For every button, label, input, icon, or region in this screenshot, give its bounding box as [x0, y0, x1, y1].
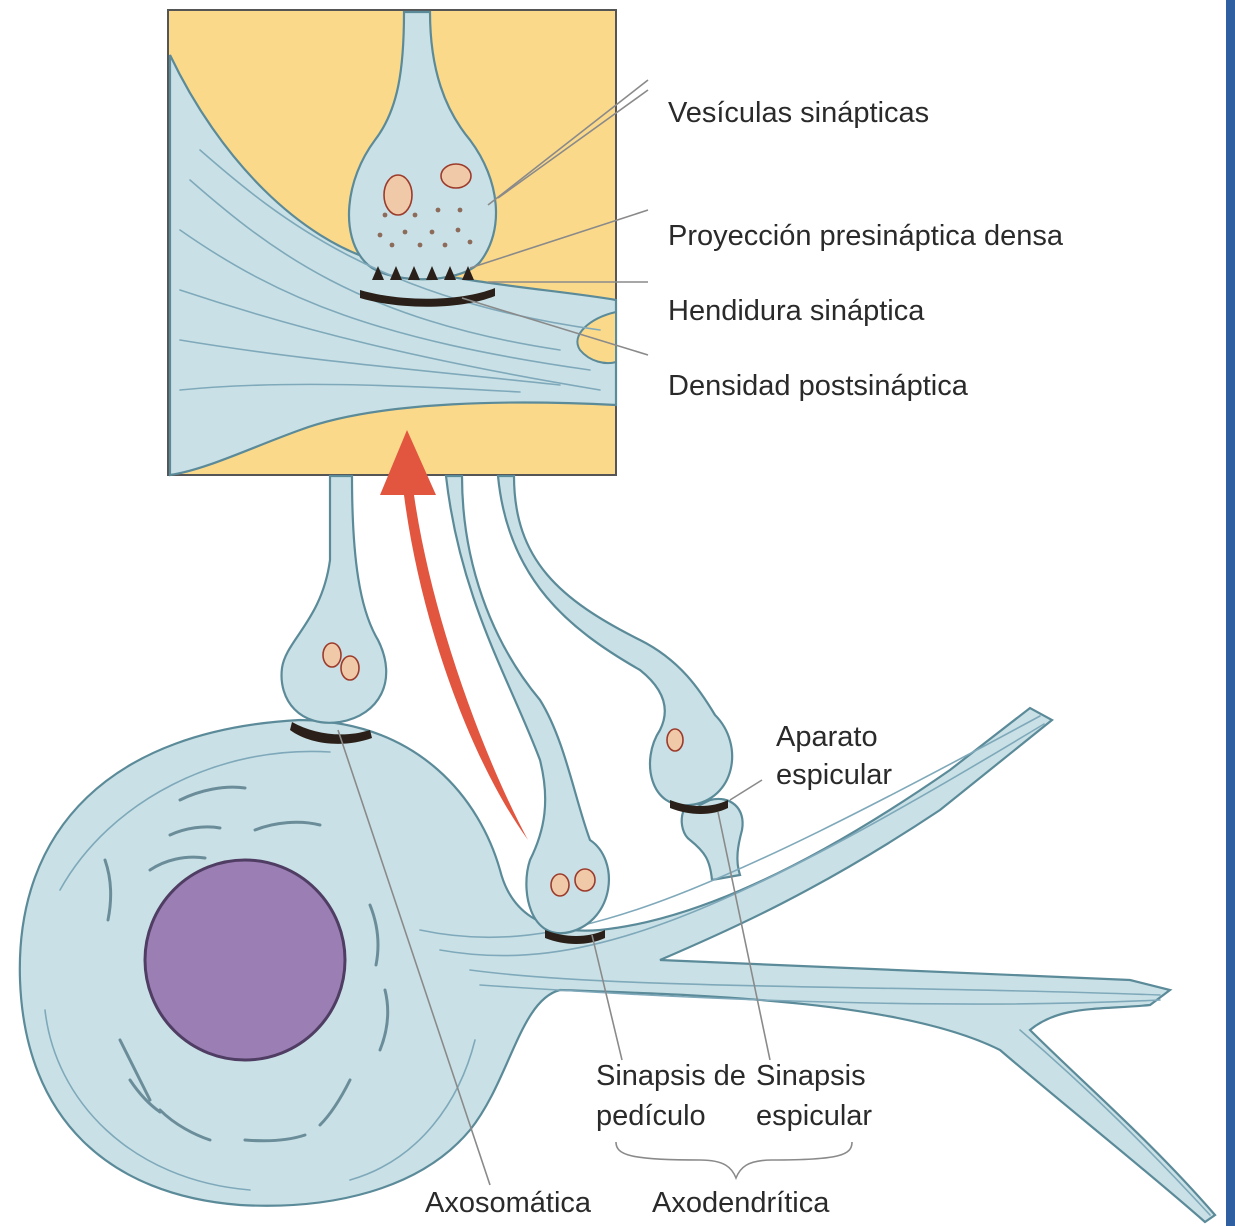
label-dense-projection: Proyección presináptica densa: [668, 220, 1064, 252]
nucleus: [145, 860, 345, 1060]
label-axodendritic: Axodendrítica: [652, 1187, 830, 1219]
label-axosomatic: Axosomática: [425, 1187, 592, 1219]
label-pedicle-line1: Sinapsis de: [596, 1060, 746, 1092]
label-postsynaptic-density: Densidad postsináptica: [668, 370, 969, 402]
label-spine-synapse-line2: espicular: [756, 1100, 872, 1132]
label-synaptic-cleft: Hendidura sináptica: [668, 295, 925, 327]
axosomatic-terminal: [282, 476, 387, 744]
label-spine-apparatus-line1: Aparato: [776, 721, 878, 753]
inset-mitochondrion: [384, 175, 412, 215]
axodendritic-brace: [616, 1142, 852, 1178]
label-spine-apparatus-line2: espicular: [776, 759, 892, 791]
label-pedicle-line2: pedículo: [596, 1100, 706, 1132]
side-bar: [1226, 0, 1235, 1226]
label-synaptic-vesicles: Vesículas sinápticas: [668, 97, 929, 129]
neuron: [20, 708, 1215, 1222]
label-spine-synapse-line1: Sinapsis: [756, 1060, 866, 1092]
spine-synapse-terminal: [498, 476, 732, 814]
inset-mitochondrion: [441, 164, 471, 188]
